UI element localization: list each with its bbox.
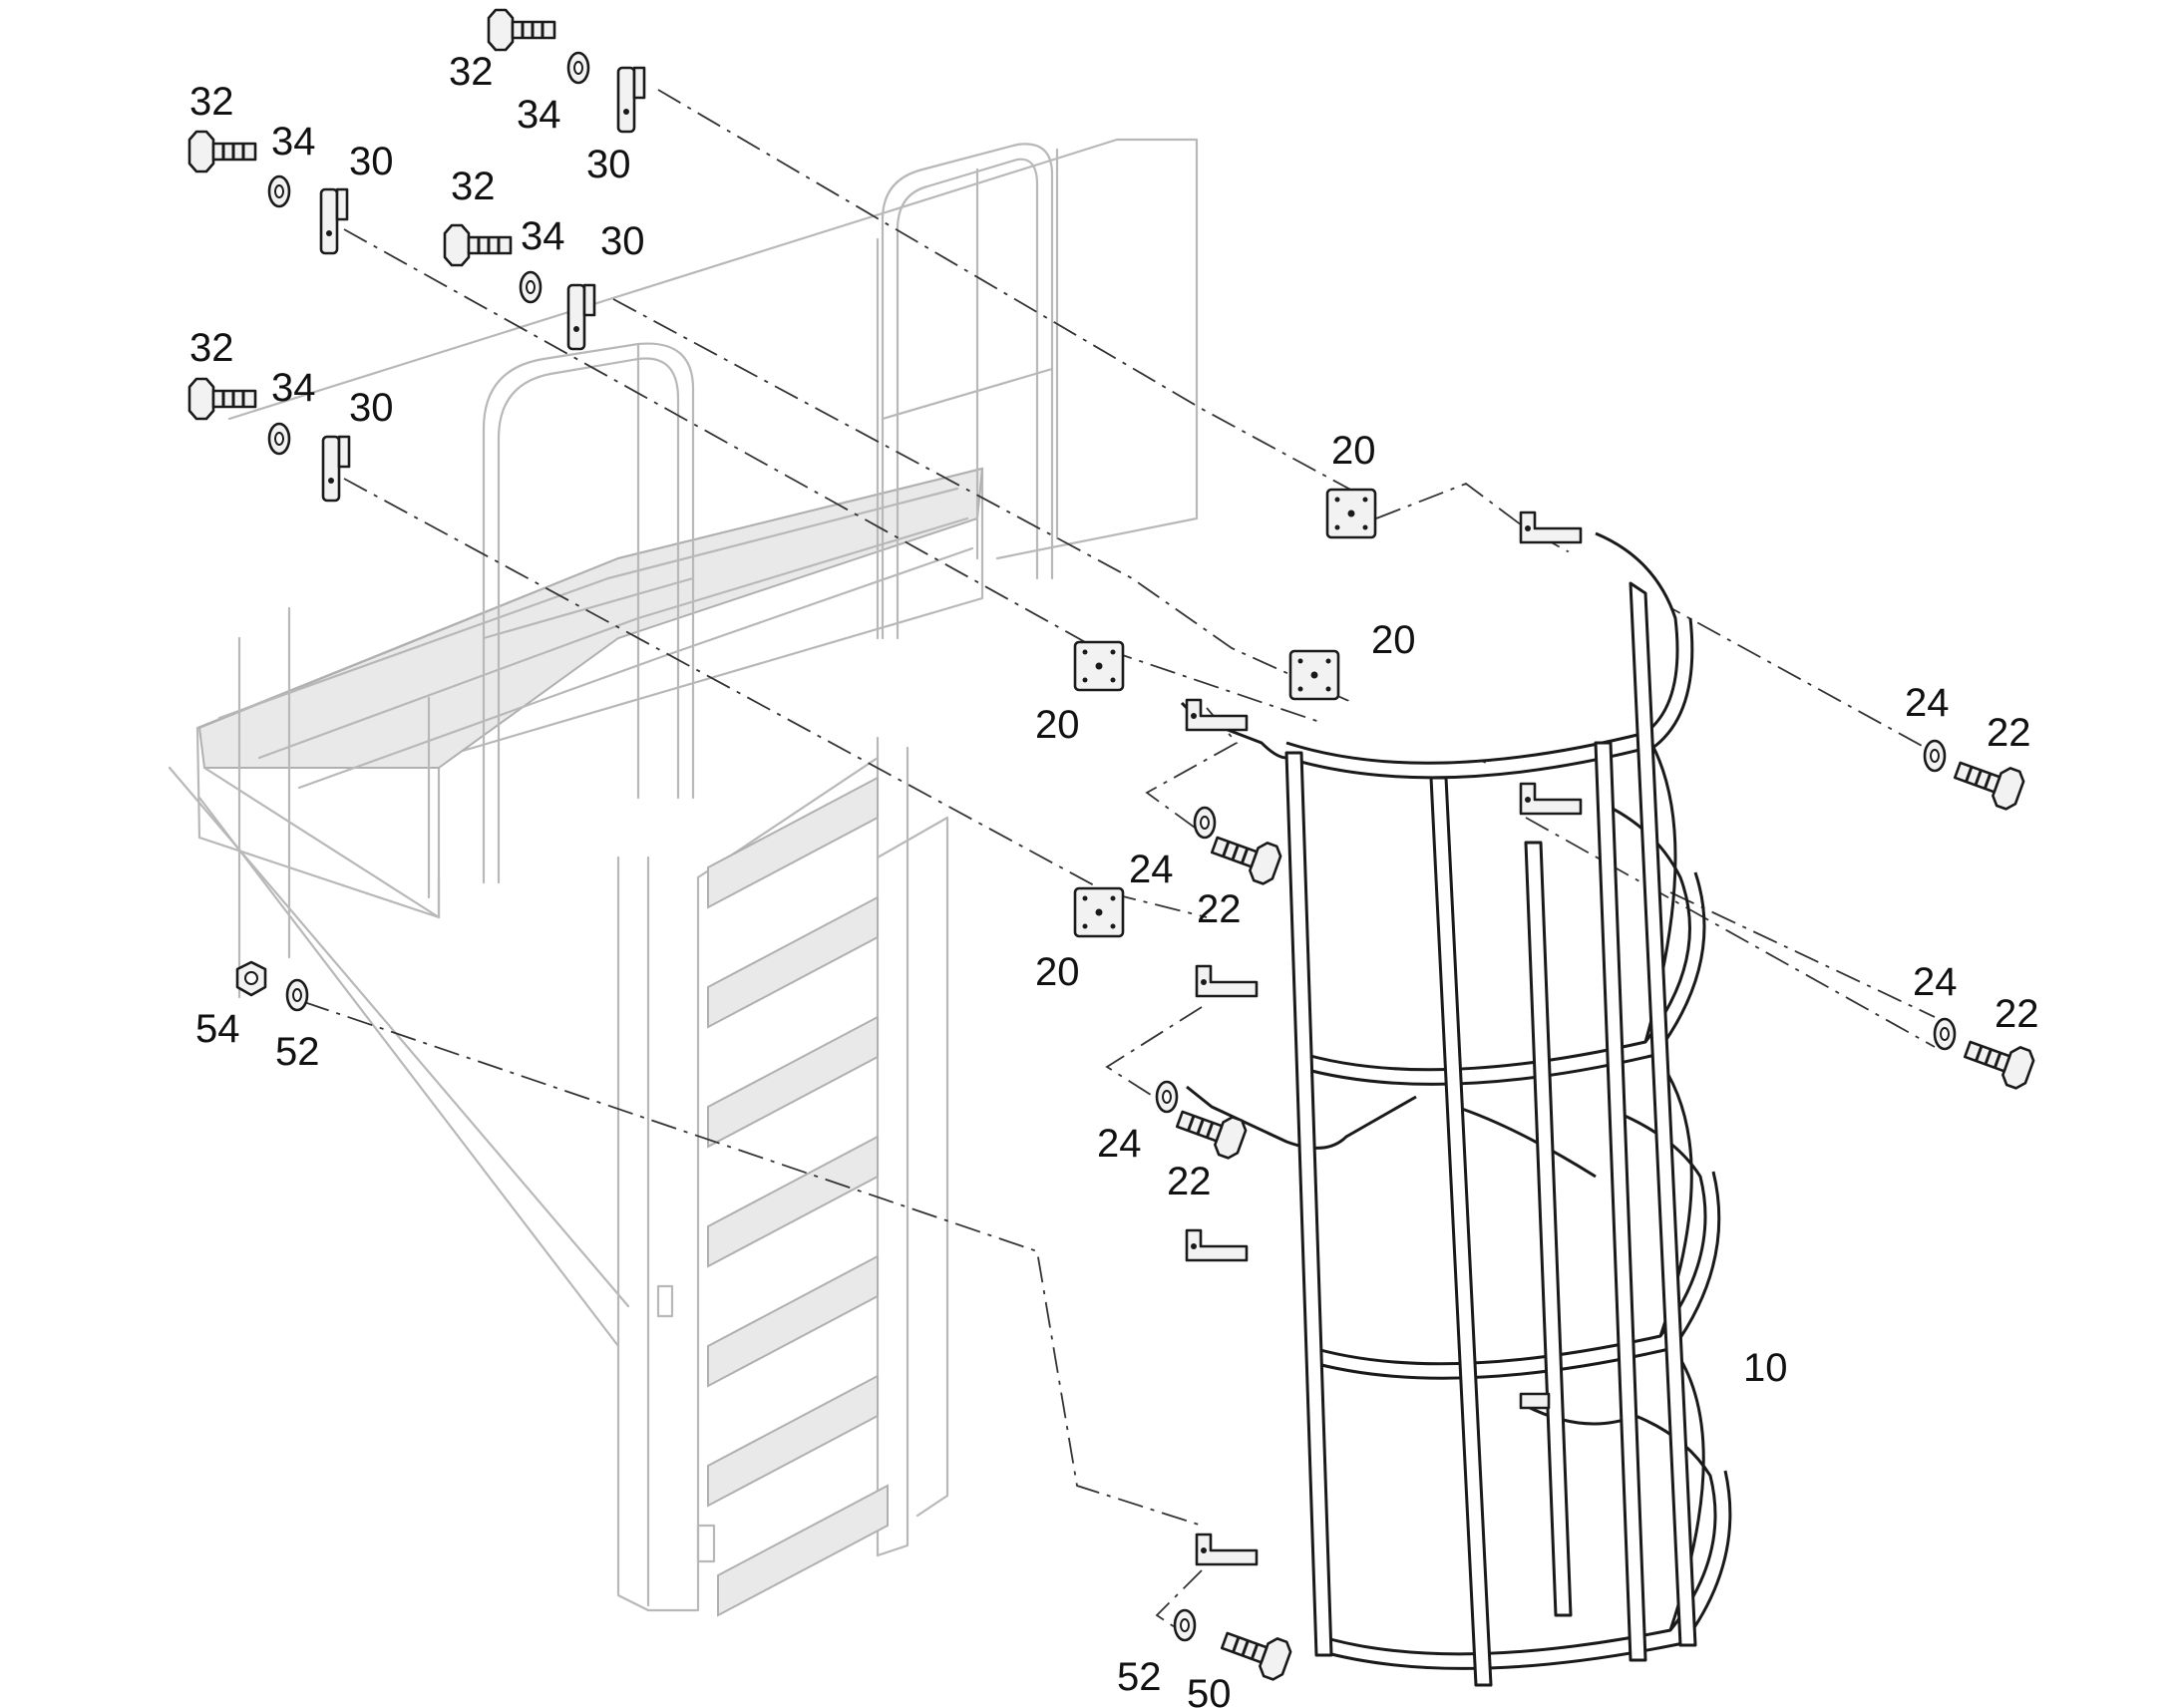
part-label: 22	[1995, 992, 2039, 1036]
part-label: 20	[1331, 429, 1376, 473]
washers	[267, 51, 1957, 1642]
part-label: 30	[349, 386, 394, 430]
part-label: 24	[1129, 848, 1174, 891]
part-label: 52	[1117, 1655, 1162, 1699]
part-label: 34	[271, 120, 316, 164]
part-label: 34	[521, 214, 565, 258]
part-label: 24	[1097, 1122, 1142, 1166]
part-label: 32	[451, 165, 496, 208]
part-label: 22	[1167, 1160, 1212, 1203]
part-label: 22	[1197, 887, 1242, 931]
part-label: 34	[517, 93, 561, 137]
part-label: 24	[1913, 960, 1958, 1004]
part-label: 30	[600, 219, 645, 263]
part-label: 20	[1035, 703, 1080, 747]
part-label: 34	[271, 366, 316, 410]
part-label: 24	[1905, 681, 1950, 725]
part-label: 32	[189, 326, 234, 370]
part-label: 10	[1743, 1346, 1788, 1390]
plates	[1073, 488, 1377, 938]
safety-cage	[1180, 531, 1732, 1687]
part-label: 52	[275, 1030, 320, 1074]
part-label: 22	[1987, 711, 2031, 755]
nut	[235, 960, 267, 997]
leader-lines	[303, 89, 1936, 1636]
railing-ghost-front	[482, 342, 695, 884]
part-label: 32	[189, 80, 234, 124]
part-label: 32	[449, 50, 494, 94]
part-label: 30	[349, 140, 394, 183]
ladder-ghost	[616, 736, 949, 1617]
railing-ghost-rear	[881, 143, 1054, 640]
part-label: 30	[586, 143, 631, 186]
bolts	[187, 8, 2038, 1684]
part-label: 20	[1371, 618, 1416, 662]
part-labels: 32 34 30 32 34 30 32 34 30 32 34 30 20 2…	[189, 50, 2039, 1708]
part-label: 20	[1035, 950, 1080, 994]
platform-ghost	[168, 138, 1199, 1348]
part-label: 54	[195, 1007, 240, 1051]
part-label: 50	[1187, 1672, 1232, 1708]
